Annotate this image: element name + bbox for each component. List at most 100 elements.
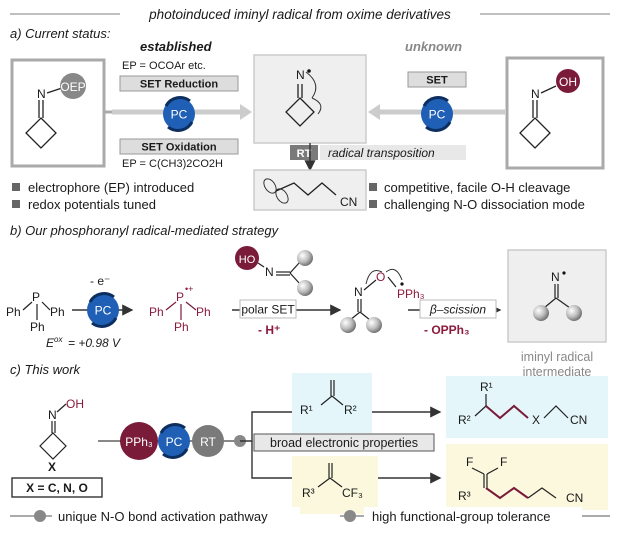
cyclic-oxime-structure: N OH X (39, 397, 84, 474)
product-gem-difluoro-box (446, 444, 608, 510)
bullet-left-1: electrophore (EP) introduced (28, 180, 194, 195)
pc-catalyst-a-left: PC (163, 96, 195, 132)
cyanoalkyl-radical-box (253, 169, 367, 211)
alkene-box (292, 373, 372, 433)
oxime-ester-structure: N OEP (25, 73, 86, 149)
svg-text:OH: OH (66, 397, 84, 411)
free-oxime-structure: N OH (519, 69, 580, 149)
svg-text:R²: R² (458, 413, 471, 427)
phosphine-radical-cation: Ph P •+ Ph Ph (149, 284, 211, 334)
iminyl-radical-structure: N (285, 68, 322, 127)
svg-text:PPh₃: PPh₃ (397, 287, 425, 301)
pc-catalyst-a-right: PC (421, 96, 453, 132)
bullet-right-2: challenging N-O dissociation mode (384, 197, 585, 212)
svg-text:N: N (551, 270, 560, 284)
svg-text:OH: OH (559, 75, 577, 89)
pc-catalyst-b: PC (87, 292, 119, 328)
svg-text:PC: PC (166, 435, 183, 449)
cf3-alkene-structure: R³ CF₃ (302, 463, 363, 500)
triphenylphosphine-structure: Ph P Ph Ph (6, 290, 65, 334)
svg-text:Ph: Ph (196, 305, 211, 319)
svg-text:CF₃: CF₃ (342, 486, 363, 500)
established-label: established (140, 39, 213, 54)
iminyl-caption-2: intermediate (523, 365, 592, 379)
svg-text:X: X (532, 413, 540, 427)
ep-label-top: EP = OCOAr etc. (122, 60, 206, 72)
iminyl-caption-1: iminyl radical (521, 350, 593, 364)
svg-text:Ph: Ph (149, 305, 164, 319)
footer-left-label: unique N-O bond activation pathway (58, 509, 268, 524)
minus-electron: - e⁻ (90, 274, 110, 288)
svg-text:•+: •+ (185, 284, 193, 294)
svg-text:X: X (48, 460, 56, 474)
pph3-catalyst-c: PPh₃ (120, 422, 158, 460)
iminyl-intermediate-structure: N (533, 270, 582, 321)
svg-text:PPh₃: PPh₃ (125, 435, 153, 449)
left-substrate-box (10, 58, 106, 168)
section-a-label: a) Current status: (10, 26, 111, 41)
product-alkyl-nitrile-box (446, 376, 608, 438)
svg-text:P: P (32, 290, 40, 304)
minus-h-label: - H⁺ (258, 323, 280, 337)
set-label-right: SET (426, 75, 448, 87)
center-iminyl-box (253, 54, 367, 144)
cf3-alkene-box (292, 456, 378, 514)
svg-text:R¹: R¹ (480, 380, 493, 394)
polar-set-label: polar SET (241, 303, 295, 317)
svg-text:N: N (354, 285, 363, 299)
svg-text:N: N (296, 68, 305, 82)
svg-text:PC: PC (429, 108, 446, 122)
set-reduction-label: SET Reduction (140, 79, 219, 91)
svg-text:CN: CN (566, 491, 583, 505)
rt-label-a: RT (297, 148, 312, 160)
svg-text:CN: CN (340, 195, 357, 209)
bullet-right-1: competitive, facile O-H cleavage (384, 180, 570, 195)
unknown-label: unknown (405, 39, 462, 54)
beta-scission-label: β–scission (429, 303, 487, 317)
svg-text:R³: R³ (458, 489, 471, 503)
svg-text:F: F (466, 455, 473, 469)
minus-opph3-label: - OPPh₃ (424, 323, 470, 337)
svg-text:R³: R³ (302, 486, 315, 500)
section-c-label: c) This work (10, 362, 82, 377)
svg-text:O: O (376, 270, 385, 284)
right-substrate-box (505, 56, 605, 170)
svg-text:N: N (265, 265, 274, 279)
eox-label: Eox (46, 335, 63, 350)
oxime-reagent-structure: HO N (235, 246, 313, 296)
svg-text:OEP: OEP (60, 80, 85, 94)
broad-properties-label: broad electronic properties (270, 436, 418, 450)
set-oxidation-label: SET Oxidation (141, 142, 216, 154)
bullet-left-2: redox potentials tuned (28, 197, 156, 212)
svg-text:F: F (500, 455, 507, 469)
header-title: photoinduced iminyl radical from oxime d… (148, 7, 451, 22)
svg-text:PC: PC (95, 304, 112, 318)
svg-text:N: N (37, 87, 46, 101)
alkyl-nitrile-structure: R¹ R² X CN (458, 380, 587, 427)
svg-text:Ph: Ph (50, 305, 65, 319)
phosphoranyl-radical-structure: N O PPh₃ (340, 268, 425, 333)
pc-catalyst-c: PC (158, 423, 190, 459)
rt-circle-c: RT (192, 425, 224, 457)
cyanoalkyl-radical-structure: CN (263, 178, 357, 209)
alkene-structure: R¹ R² (300, 380, 357, 417)
svg-text:R¹: R¹ (300, 403, 313, 417)
svg-text:PC: PC (171, 108, 188, 122)
iminyl-intermediate-box (507, 249, 607, 343)
ep-label-bottom: EP = C(CH3)2CO2H (122, 158, 223, 170)
svg-text:R²: R² (344, 403, 357, 417)
svg-text:CN: CN (570, 413, 587, 427)
x-definition: X = C, N, O (26, 481, 88, 495)
svg-text:HO: HO (239, 254, 256, 266)
svg-text:Ph: Ph (6, 305, 21, 319)
section-b-label: b) Our phosphoranyl radical-mediated str… (10, 223, 280, 238)
radical-transposition-label: radical transposition (328, 146, 435, 160)
footer-right-label: high functional-group tolerance (372, 509, 551, 524)
svg-text:Ph: Ph (30, 320, 45, 334)
svg-text:N: N (48, 408, 57, 422)
svg-text:N: N (531, 87, 540, 101)
svg-text:Ph: Ph (174, 320, 189, 334)
eox-value: = +0.98 V (68, 336, 121, 350)
svg-text:P: P (176, 290, 184, 304)
gem-difluoro-nitrile-structure: F F R³ CN (458, 455, 583, 505)
